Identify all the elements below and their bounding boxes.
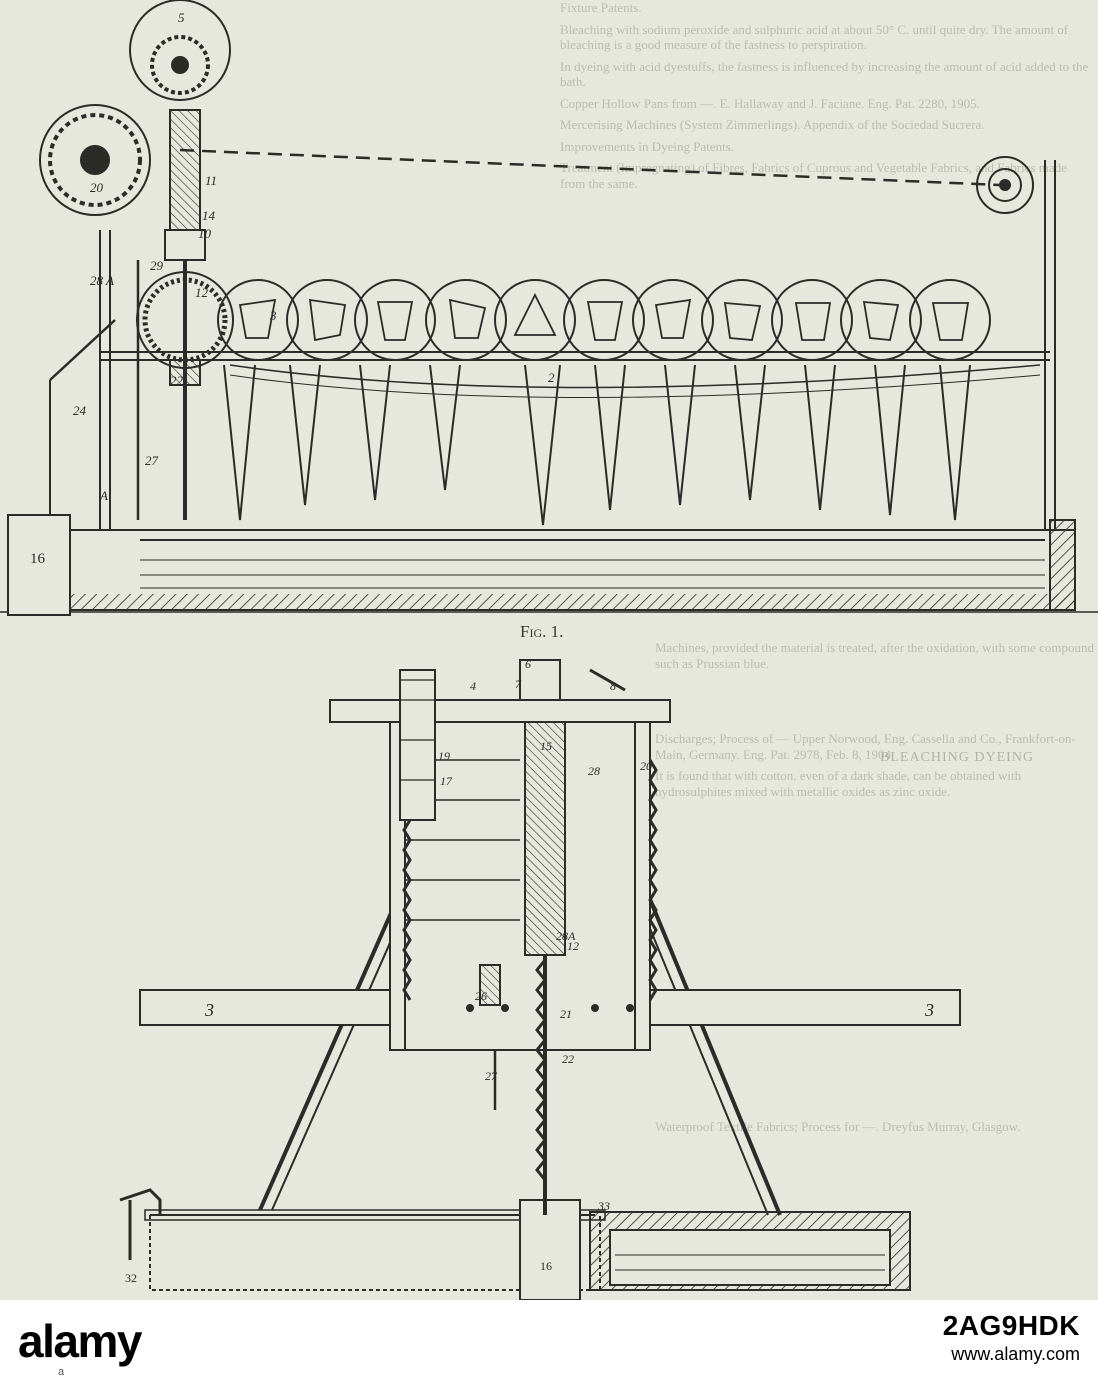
- svg-text:16: 16: [540, 1259, 552, 1273]
- svg-text:28A: 28A: [556, 929, 576, 943]
- brand-mark: a: [58, 1366, 65, 1378]
- image-credit: 2AG9HDK www.alamy.com: [943, 1310, 1080, 1365]
- svg-text:6: 6: [525, 657, 531, 671]
- svg-text:A: A: [99, 488, 108, 503]
- svg-text:3: 3: [924, 1000, 934, 1020]
- svg-text:27: 27: [485, 1069, 498, 1083]
- svg-text:21: 21: [560, 1007, 572, 1021]
- svg-text:20: 20: [640, 759, 652, 773]
- svg-text:7: 7: [515, 677, 522, 691]
- svg-text:33: 33: [597, 1199, 610, 1213]
- svg-text:28: 28: [588, 764, 600, 778]
- svg-text:2: 2: [548, 370, 555, 385]
- svg-text:8: 8: [610, 679, 616, 693]
- svg-text:5: 5: [178, 10, 185, 25]
- svg-text:32: 32: [125, 1271, 137, 1285]
- figure-1-side-elevation: 16: [0, 0, 1098, 616]
- scanned-page: Fixture Patents. Bleaching with sodium p…: [0, 0, 1098, 1300]
- brand-logo: alamy: [18, 1315, 142, 1367]
- svg-text:10: 10: [198, 226, 212, 241]
- svg-text:3: 3: [204, 1000, 214, 1020]
- svg-text:22: 22: [170, 373, 184, 388]
- svg-text:4: 4: [470, 679, 476, 693]
- svg-text:14: 14: [202, 208, 216, 223]
- bleed-through-text-column-1: Fixture Patents. Bleaching with sodium p…: [560, 0, 1089, 191]
- figure-caption: Fig. 1.: [512, 622, 572, 642]
- svg-text:17: 17: [440, 774, 453, 788]
- svg-text:3: 3: [269, 308, 277, 323]
- svg-text:22: 22: [562, 1052, 574, 1066]
- bleed-through-heading: BLEACHING DYEING: [880, 750, 1035, 765]
- figure-2-end-elevation: 16 32: [119, 659, 961, 1300]
- svg-text:11: 11: [205, 173, 217, 188]
- svg-text:28 A: 28 A: [90, 273, 114, 288]
- image-id: 2AG9HDK: [942, 1310, 1080, 1341]
- svg-text:26: 26: [475, 989, 487, 1003]
- bleed-through-text-column-2: Machines, provided the material is treat…: [655, 640, 1094, 1134]
- svg-text:12: 12: [195, 285, 209, 300]
- machine-engraving: 16: [0, 0, 1098, 1300]
- svg-text:15: 15: [540, 739, 552, 753]
- svg-text:16: 16: [30, 551, 46, 567]
- watermark-footer: alamy a 2AG9HDK www.alamy.com: [0, 1300, 1098, 1390]
- svg-text:29: 29: [150, 258, 164, 273]
- svg-text:27: 27: [145, 453, 159, 468]
- svg-text:20: 20: [90, 180, 104, 195]
- source-url[interactable]: www.alamy.com: [951, 1344, 1080, 1364]
- svg-text:19: 19: [438, 749, 450, 763]
- svg-text:12: 12: [567, 939, 579, 953]
- svg-text:24: 24: [73, 403, 87, 418]
